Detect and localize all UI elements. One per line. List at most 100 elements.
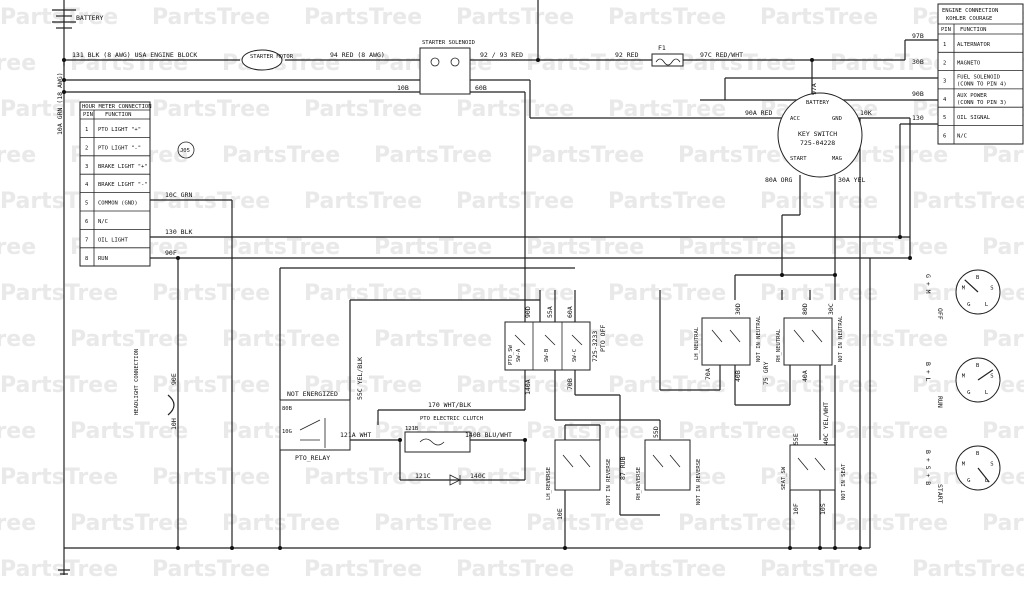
watermark-text: PartsTree (0, 511, 36, 536)
fuse-f1: F1 (651, 44, 684, 67)
engine-pin: 2 (943, 60, 946, 66)
engine-pin: 4 (943, 97, 947, 103)
hour-meter-pin: 7 (85, 237, 88, 243)
junction-dot (810, 58, 814, 62)
watermark-text: PartsTree (304, 557, 422, 582)
hour-meter-function: PTO LIGHT "+" (98, 127, 141, 133)
position-name: OFF (936, 308, 944, 320)
hour-meter-function: RUN (98, 256, 108, 262)
terminal-label: S (990, 461, 993, 467)
svg-text:725-04228: 725-04228 (800, 139, 835, 147)
watermark-text: PartsTree (0, 5, 118, 30)
wire-92-93-label: 92 / 93 RED (480, 51, 523, 59)
wire-92-label: 92 RED (615, 51, 639, 59)
wire-121c-label: 121C (415, 472, 431, 480)
wire-131-label: 131 BLK (8 AWG) USA ENGINE BLOCK (72, 51, 197, 59)
watermark-text: PartsTree (830, 511, 948, 536)
watermark-text: PartsTree (760, 189, 878, 214)
watermark-text: PartsTree (222, 235, 340, 260)
hour-meter-pin: 8 (85, 256, 88, 262)
watermark-text: PartsTree (456, 281, 574, 306)
hour-meter-pin: 5 (85, 201, 88, 207)
pto-electric-clutch: PTO ELECTRIC CLUTCH 121B (404, 416, 483, 486)
watermark-text: PartsTree (830, 235, 948, 260)
svg-text:ACC: ACC (790, 116, 800, 122)
engine-subtitle: KOHLER COURAGE (946, 16, 992, 22)
svg-text:LH_REVERSE: LH_REVERSE (546, 467, 552, 500)
watermark-text: PartsTree (304, 5, 422, 30)
watermark-text: PartsTree (982, 235, 1024, 260)
watermark-text: PartsTree (760, 281, 878, 306)
watermark-text: PartsTree (456, 465, 574, 490)
key-switch: BATTERY ACC GND KEY SWITCH 725-04228 STA… (777, 92, 863, 178)
watermark-text: PartsTree (760, 5, 878, 30)
wire-97c-label: 97C RED/WHT (700, 51, 743, 59)
watermark-text: PartsTree (0, 281, 118, 306)
wire-60a-label: 60A (566, 306, 574, 318)
svg-text:BATTERY: BATTERY (806, 100, 830, 106)
watermark-text: PartsTree (70, 327, 188, 352)
watermark-text: PartsTree (70, 419, 188, 444)
svg-text:10G: 10G (282, 429, 292, 435)
watermark-text: PartsTree (0, 51, 36, 76)
watermark-text: PartsTree (374, 511, 492, 536)
watermark-text: PartsTree (0, 235, 36, 260)
position-name: START (936, 484, 944, 504)
watermark-text: PartsTree (222, 327, 340, 352)
svg-text:PTO_RELAY: PTO_RELAY (295, 454, 330, 462)
starter-solenoid: STARTER SOLENOID (419, 40, 475, 95)
watermark-text: PartsTree (526, 235, 644, 260)
pto-relay: NOT ENERGIZED 80B 10G PTO_RELAY (279, 390, 351, 462)
watermark-text: PartsTree (982, 143, 1024, 168)
watermark-text: PartsTree (152, 465, 270, 490)
terminal-label: S (990, 285, 993, 291)
svg-text:STARTER SOLENOID: STARTER SOLENOID (422, 40, 475, 46)
watermark-text: PartsTree (304, 189, 422, 214)
svg-text:PIN: PIN (941, 27, 951, 33)
position-desc: B + L (924, 362, 932, 382)
svg-text:MAG: MAG (832, 156, 842, 162)
terminal-label: M (962, 285, 966, 291)
wire-130-label: 130 BLK (165, 228, 192, 236)
engine-function: ALTERNATOR (957, 42, 991, 48)
watermark-text: PartsTree (830, 419, 948, 444)
terminal-label: B (976, 275, 980, 281)
hour-meter-pin: 2 (85, 145, 88, 151)
hour-meter-function: BRAKE LIGHT "-" (98, 182, 148, 188)
wire-10k-label: 10K (860, 109, 872, 117)
wire-94-label: 94 RED (8 AWG) (330, 51, 385, 59)
terminal-label: M (962, 373, 966, 379)
svg-text:GND: GND (832, 116, 842, 122)
watermark-text: PartsTree (830, 51, 948, 76)
wire-97a-label: 97A (810, 83, 818, 95)
svg-text:NOT ENERGIZED: NOT ENERGIZED (287, 390, 338, 398)
terminal-label: B (976, 363, 980, 369)
watermark-text: PartsTree (374, 235, 492, 260)
junction-dot (898, 235, 902, 239)
svg-text:PIN: PIN (83, 112, 93, 118)
starter-motor: STARTER MOTOR (241, 49, 294, 71)
hour-meter-function: BRAKE LIGHT "+" (98, 164, 148, 170)
watermark-text: PartsTree (304, 281, 422, 306)
wire-87-label: 87 RUB (619, 456, 627, 480)
hour-meter-pin: 4 (85, 182, 89, 188)
svg-text:FUNCTION: FUNCTION (960, 27, 987, 33)
engine-function-note: (CONN TO PIN 4) (957, 82, 1007, 88)
engine-function-note: (CONN TO PIN 3) (957, 100, 1007, 106)
wire-70a-label: 70A (704, 368, 712, 380)
svg-text:121B: 121B (405, 426, 419, 432)
svg-text:NOT IN REVERSE: NOT IN REVERSE (606, 459, 612, 505)
wire-40a-label: 40A (801, 370, 809, 382)
watermark-text: PartsTree (152, 281, 270, 306)
watermark-text: PartsTree (222, 143, 340, 168)
junction-dot (833, 273, 837, 277)
rh-reverse-switch: RH_REVERSE NOT IN REVERSE (636, 439, 702, 505)
junction-dot (230, 546, 234, 550)
watermark-text: PartsTree (0, 143, 36, 168)
junction-dot (62, 58, 66, 62)
svg-text:KEY SWITCH: KEY SWITCH (798, 130, 837, 138)
hour-meter-pin: 6 (85, 219, 88, 225)
engine-pin: 6 (943, 134, 946, 140)
